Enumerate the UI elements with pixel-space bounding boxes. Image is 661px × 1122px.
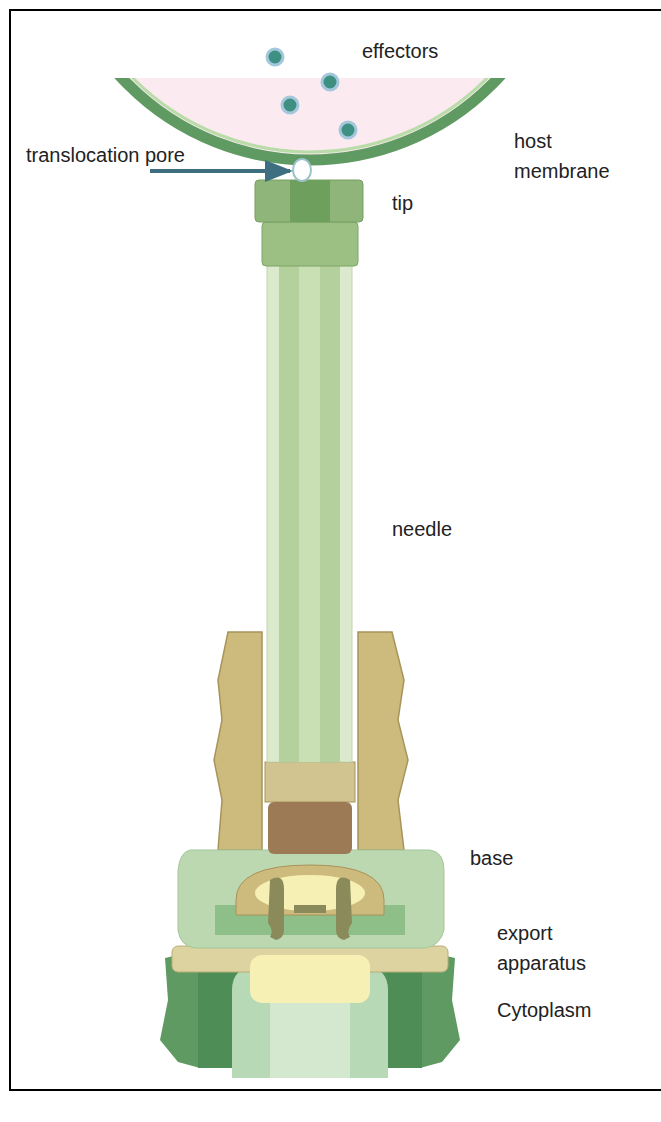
needle-core [279, 265, 340, 762]
outer-ring [358, 632, 408, 850]
part-label: Cytoplasm [497, 995, 637, 1025]
socket [268, 802, 352, 854]
part-label: base [470, 843, 590, 873]
inner-ring [178, 850, 444, 948]
effector [282, 97, 298, 113]
part-label: export apparatus [497, 918, 632, 978]
part-label: host membrane [514, 126, 624, 186]
leader-line [150, 169, 290, 173]
needle-lumen [299, 265, 320, 762]
export-gate [336, 878, 352, 940]
export-gate [294, 905, 326, 913]
export-apparatus [250, 955, 370, 1003]
effector [267, 49, 283, 65]
effector [322, 74, 338, 90]
host-membrane-inner [61, 78, 559, 152]
part-label: effectors [362, 36, 502, 66]
inner-rod [265, 762, 355, 802]
frame [10, 10, 661, 1090]
export-gate [268, 878, 284, 940]
outer-ring [214, 632, 262, 850]
tip-core [290, 180, 330, 222]
part-label: needle [392, 514, 512, 544]
tip [255, 180, 363, 222]
part-label: translocation pore [26, 140, 191, 170]
needle [267, 265, 352, 762]
effector [340, 122, 356, 138]
export-apparatus-cup [236, 865, 384, 915]
translocation-pore [293, 159, 311, 181]
tip [262, 222, 358, 266]
part-label: tip [392, 188, 492, 218]
effectors [267, 49, 356, 138]
